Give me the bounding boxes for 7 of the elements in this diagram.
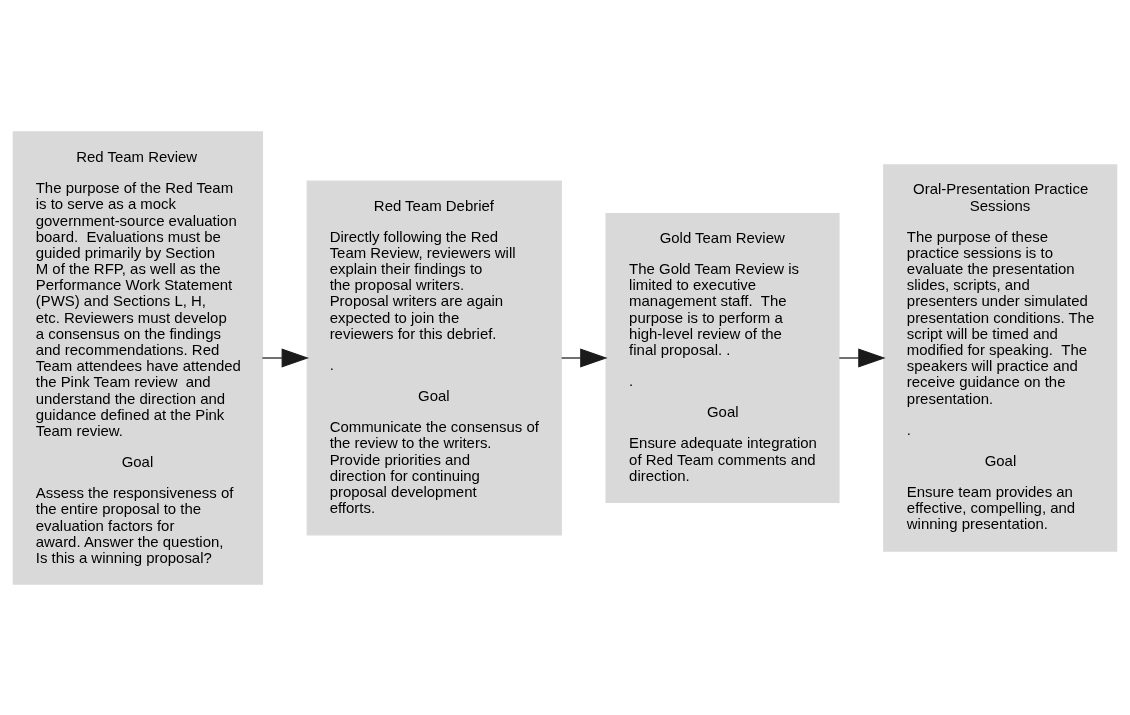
arrow <box>838 347 886 368</box>
arrow <box>261 347 310 368</box>
node-box: Red Team Debrief Directly following the Red Team Review, reviewers will explain their findings to the proposal writers. Proposal writers are again expected to join the reviewers for this debrief. . Goal Communicate the consensus of the review to the writers. Provide priorities and direction for continuing proposal development efforts. <box>306 180 562 535</box>
arrow <box>561 347 608 368</box>
node-box: Oral-Presentation Practice Sessions The purpose of these practice sessions is to evaluate the presentation slides, scripts, and presenters under simulated presentation conditions. The script will be timed and modified for speaking. The speakers will practice and receive guidance on the presentation. . Goal Ensure team provides an effective, compelling, and winning presentation. <box>883 163 1118 552</box>
node-box: Red Team Review The purpose of the Red Team is to serve as a mock government-source evaluation board. Evaluations must be guided primarily by Section M of the RFP, as well as the Performance Work Statement (PWS) and Sections L, H, etc. Reviewers must develop a consensus on the findings and recommendations. Red Team attendees have attended the Pink Team review and understand the direction and guidance defined at the Pink Team review. Goal Assess the responsiveness of the entire proposal to the evaluation factors for award. Answer the question, Is this a winning proposal? <box>12 130 264 585</box>
node-box: Gold Team Review The Gold Team Review is limited to executive management staff. The purpose is to perform a high-level review of the final proposal. . . Goal Ensure adequate integration of Red Team comments and direction. <box>605 212 840 503</box>
